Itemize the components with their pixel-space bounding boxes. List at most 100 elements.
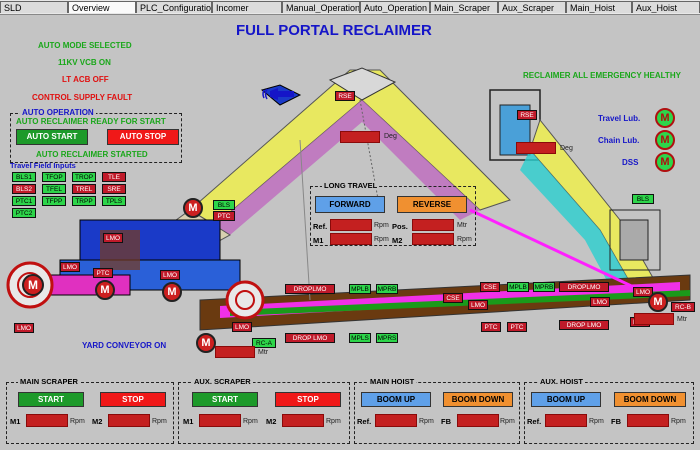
tag-tfop: TFOP	[42, 172, 66, 182]
main-scraper-title: MAIN SCRAPER	[18, 377, 80, 386]
aux-scraper-start-button[interactable]: START	[192, 392, 258, 407]
auto-started-status: AUTO RECLAIMER STARTED	[36, 150, 148, 159]
boom-angle-left-display	[340, 131, 380, 143]
tab-incomer[interactable]: Incomer	[212, 1, 282, 13]
tag-mprs: MPRS	[376, 333, 398, 343]
main-scraper-stop-button[interactable]: STOP	[100, 392, 166, 407]
tag-ptc2: PTC2	[12, 208, 36, 218]
tag-cse-2: CSE	[480, 282, 500, 292]
tab-sld[interactable]: SLD	[0, 1, 68, 13]
m1-label: M1	[313, 236, 324, 245]
tag-rse-right: RSE	[517, 110, 537, 120]
tag-rse-left: RSE	[335, 91, 355, 101]
main-scraper-start-button[interactable]: START	[18, 392, 84, 407]
tag-tle: TLE	[102, 172, 126, 182]
tag-tpls: TPLS	[102, 196, 126, 206]
travel-motor-1-icon[interactable]: M	[95, 280, 115, 300]
aux-scraper-m1-label: M1	[183, 417, 194, 426]
pos-mtr-unit: Mtr	[457, 222, 468, 229]
travel-lub-motor-icon[interactable]: M	[655, 108, 675, 128]
aux-hoist-fb-unit: Rpm	[671, 418, 686, 425]
horn-icon[interactable]	[262, 86, 296, 102]
auto-start-button[interactable]: AUTO START	[16, 129, 88, 145]
tag-droplmo-2: DROP LMO	[285, 333, 335, 343]
aux-scraper-m1-unit: Rpm	[243, 418, 258, 425]
travel-m2-display	[412, 233, 454, 245]
aux-scraper-m2-unit: Rpm	[326, 418, 341, 425]
tab-manual-operation[interactable]: Manual_Operation	[282, 1, 360, 13]
aux-hoist-boom-up-button[interactable]: BOOM UP	[531, 392, 601, 407]
main-hoist-boom-down-button[interactable]: BOOM DOWN	[443, 392, 513, 407]
main-scraper-panel	[6, 382, 174, 444]
tag-trop: TROP	[72, 172, 96, 182]
yard-conveyor-status: YARD CONVEYOR ON	[82, 341, 167, 350]
forward-button[interactable]: FORWARD	[315, 196, 385, 213]
m2-rpm-unit: Rpm	[457, 236, 472, 243]
yard-conveyor-motor-icon[interactable]: M	[196, 333, 216, 353]
aux-hoist-panel	[524, 382, 694, 444]
tab-main-hoist[interactable]: Main_Hoist	[566, 1, 632, 13]
tag-mplb-right: MPLB	[507, 282, 529, 292]
tag-mprb-right: MPRB	[533, 282, 555, 292]
reel-motor-left-icon[interactable]: M	[22, 274, 44, 296]
yard-conveyor-position-display	[215, 346, 255, 358]
tab-auto-operation[interactable]: Auto_Operation	[360, 1, 430, 13]
tab-aux-hoist[interactable]: Aux_Hoist	[632, 1, 700, 13]
tab-plc-configuration[interactable]: PLC_Configuration	[136, 1, 212, 13]
tab-aux-scraper[interactable]: Aux_Scraper	[498, 1, 566, 13]
main-hoist-fb-unit: Rpm	[500, 418, 515, 425]
aux-scraper-stop-button[interactable]: STOP	[275, 392, 341, 407]
tag-lmo-6: LMO	[468, 300, 488, 310]
aux-hoist-ref-label: Ref.	[527, 417, 542, 426]
tag-trpp: TRPP	[72, 196, 96, 206]
dss-label: DSS	[622, 158, 639, 167]
auto-operation-panel	[10, 113, 182, 163]
main-scraper-m1-label: M1	[10, 417, 21, 426]
tab-overview[interactable]: Overview	[68, 1, 136, 13]
tag-mpls: MPLS	[349, 333, 371, 343]
tag-bls1: BLS1	[12, 172, 36, 182]
long-travel-panel	[310, 186, 476, 246]
tag-ptc-left: PTC	[213, 211, 235, 221]
chain-lub-motor-icon[interactable]: M	[655, 130, 675, 150]
conveyor-motor-right-icon[interactable]: M	[648, 292, 668, 312]
chain-lub-label: Chain Lub.	[598, 136, 640, 145]
auto-operation-title: AUTO OPERATION	[20, 108, 96, 117]
tag-ptc-r2: PTC	[507, 322, 527, 332]
tab-main-scraper[interactable]: Main_Scraper	[430, 1, 498, 13]
tag-lmo-3: LMO	[160, 270, 180, 280]
tag-lmo-2: LMO	[60, 262, 80, 272]
ref-label: Ref.	[313, 222, 328, 231]
aux-hoist-fb-display	[627, 414, 669, 427]
long-travel-title: LONG TRAVEL	[322, 181, 380, 190]
boom-angle-right-display	[516, 142, 556, 154]
tag-cse-1: CSE	[443, 293, 463, 303]
travel-ref-display	[330, 219, 372, 231]
tag-bls-right: BLS	[632, 194, 654, 204]
dss-motor-icon[interactable]: M	[655, 152, 675, 172]
travel-motor-2-icon[interactable]: M	[162, 282, 182, 302]
m2-label: M2	[392, 236, 403, 245]
boom-motor-icon[interactable]: M	[183, 198, 203, 218]
main-hoist-ref-unit: Rpm	[419, 418, 434, 425]
tag-ptc-r1: PTC	[481, 322, 501, 332]
aux-scraper-panel	[178, 382, 350, 444]
main-scraper-m2-label: M2	[92, 417, 103, 426]
aux-hoist-boom-down-button[interactable]: BOOM DOWN	[614, 392, 686, 407]
main-hoist-ref-display	[375, 414, 417, 427]
tag-mplb-left: MPLB	[349, 284, 371, 294]
aux-scraper-title: AUX. SCRAPER	[192, 377, 253, 386]
tag-droplmo-4: DROP LMO	[559, 320, 609, 330]
main-hoist-fb-display	[457, 414, 499, 427]
auto-stop-button[interactable]: AUTO STOP	[107, 129, 179, 145]
main-scraper-m2-display	[108, 414, 150, 427]
pos-label: Pos.	[392, 222, 408, 231]
tag-mprb-left: MPRB	[376, 284, 398, 294]
tag-bls-left: BLS	[213, 200, 235, 210]
main-hoist-boom-up-button[interactable]: BOOM UP	[361, 392, 431, 407]
conveyor-position-display	[634, 313, 674, 325]
vcb-status: 11KV VCB ON	[58, 58, 111, 67]
main-hoist-title: MAIN HOIST	[368, 377, 417, 386]
reverse-button[interactable]: REVERSE	[397, 196, 467, 213]
main-scraper-m1-display	[26, 414, 68, 427]
